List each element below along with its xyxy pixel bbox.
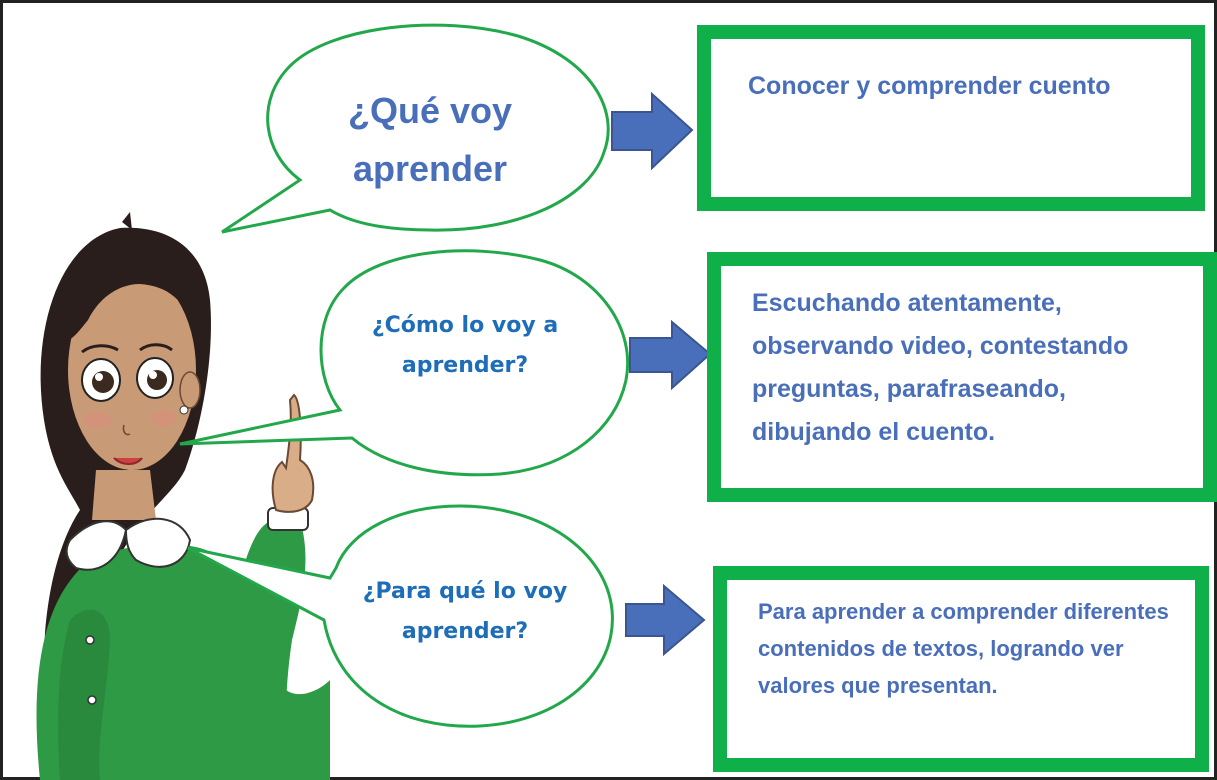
- box-text-why: Para aprender a comprender diferentes co…: [758, 599, 1169, 698]
- bubble-text-what: ¿Qué voy aprender: [347, 90, 513, 189]
- answer-box-what: [697, 25, 1205, 211]
- speech-bubble-how: [179, 249, 630, 477]
- speech-bubble-what: [221, 23, 610, 234]
- arrow-right-icon: [629, 319, 712, 391]
- answer-box-how: [707, 252, 1217, 502]
- speech-bubble-why: [187, 504, 614, 728]
- teacher-illustration: [36, 212, 330, 780]
- arrow-right-icon: [625, 583, 706, 657]
- box-text-what: Conocer y comprender cuento: [748, 72, 1111, 100]
- bubble-text-how: ¿Cómo lo voy a aprender?: [371, 313, 559, 378]
- arrow-right-icon: [611, 91, 694, 171]
- answer-box-why: [713, 566, 1209, 772]
- box-text-how: Escuchando atentamente, observando video…: [752, 289, 1129, 446]
- bubble-text-why: ¿Para qué lo voy aprender?: [362, 579, 568, 644]
